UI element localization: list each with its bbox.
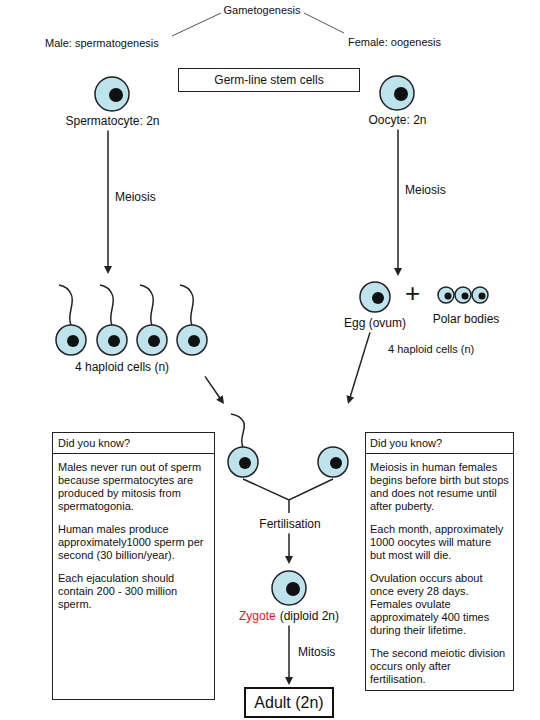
arrow-line xyxy=(288,625,290,678)
arrow-head xyxy=(394,268,402,276)
arrow-line xyxy=(397,129,399,269)
flow-arrow xyxy=(394,129,402,276)
arrow-line xyxy=(205,376,220,398)
cell-nucleus xyxy=(109,88,123,102)
count-label: 4 haploid cells (n) xyxy=(388,343,474,356)
polar-body xyxy=(455,287,471,303)
node-label: Polar bodies xyxy=(428,312,504,326)
branch-label: Male: spermatogenesis xyxy=(45,37,159,50)
node-label: Fertilisation xyxy=(218,517,362,531)
plus-sign: + xyxy=(405,278,420,309)
arrow-head xyxy=(285,677,293,685)
arrow-head xyxy=(347,395,355,404)
zygote-cell xyxy=(272,571,306,605)
arrow-head xyxy=(216,395,224,404)
polar-body xyxy=(438,287,454,303)
node-label: 4 haploid cells (n) xyxy=(75,360,215,374)
arrow-line xyxy=(107,130,109,267)
flow-arrow xyxy=(285,625,293,685)
stem-cell-box: Germ-line stem cells xyxy=(178,68,360,92)
sperm-head xyxy=(97,325,127,355)
polar-bodies-node: Polar bodies xyxy=(428,284,504,326)
arrow-head xyxy=(104,266,112,274)
cell-nucleus xyxy=(108,335,120,347)
node-label: Egg (ovum) xyxy=(340,316,410,330)
sperm-tail xyxy=(100,285,113,325)
cell-nucleus xyxy=(372,292,384,304)
node-label: Spermatocyte: 2n xyxy=(55,114,170,128)
cell-nucleus xyxy=(188,335,200,347)
edge-label: Mitosis xyxy=(297,645,336,659)
sperm-head xyxy=(177,325,207,355)
cell-nucleus xyxy=(286,582,300,596)
cell-nucleus xyxy=(479,293,486,300)
sperm-tail xyxy=(180,285,193,325)
sperm-tail xyxy=(59,285,72,325)
flow-arrow xyxy=(285,533,293,564)
edge-label: Meiosis xyxy=(114,190,157,204)
fact-box: Did you know? Meiosis in human females be… xyxy=(365,432,514,691)
sperm-group: 4 haploid cells (n) xyxy=(50,276,215,374)
cell-nucleus xyxy=(148,335,160,347)
polar-body xyxy=(472,287,488,303)
cell-nucleus xyxy=(330,457,342,469)
egg-node: Egg (ovum) xyxy=(340,278,410,330)
branch-line xyxy=(172,13,221,36)
arrow-head xyxy=(285,556,293,564)
fact-box: Did you know? Males never run out of sper… xyxy=(52,432,215,700)
sperm-tail xyxy=(231,414,244,447)
fact-text: Ovulation occurs about once every 28 day… xyxy=(370,572,509,637)
fact-text: Each month, approximately 1000 oocytes w… xyxy=(370,523,509,562)
cell-node: Oocyte: 2n xyxy=(340,73,455,127)
cell-node: Spermatocyte: 2n xyxy=(55,74,170,128)
egg-cell xyxy=(318,447,348,477)
flow-arrow xyxy=(205,376,224,404)
node-label: Germ-line stem cells xyxy=(183,73,355,87)
fertilisation-node: Fertilisation xyxy=(218,406,362,531)
node-label: Adult (2n) xyxy=(250,693,328,712)
node-label: Zygote xyxy=(239,609,276,623)
cell-nucleus xyxy=(462,293,469,300)
sperm-head xyxy=(56,325,86,355)
zygote-node: Zygote (diploid 2n) xyxy=(234,566,344,623)
fact-text: Each ejaculation should contain 200 - 30… xyxy=(58,572,209,611)
adult-box: Adult (2n) xyxy=(244,687,334,718)
arrow-line xyxy=(288,533,290,557)
diagram-title: Gametogenesis xyxy=(223,4,300,17)
egg-cell xyxy=(360,282,390,312)
fusion-lines xyxy=(243,479,333,513)
fact-text: Males never run out of sperm because spe… xyxy=(58,461,209,513)
fact-text: The second meiotic division occurs only … xyxy=(370,647,509,686)
fact-text: Meiosis in human females begins before b… xyxy=(370,461,509,513)
cell-body xyxy=(380,76,414,110)
cell-nucleus xyxy=(239,457,251,469)
branch-line xyxy=(304,13,344,33)
fact-text: Human males produce approximately1000 sp… xyxy=(58,523,209,562)
node-label: Oocyte: 2n xyxy=(340,113,455,127)
edge-label: Meiosis xyxy=(404,183,447,197)
branch-label: Female: oogenesis xyxy=(348,36,441,49)
cell-nucleus xyxy=(445,293,452,300)
cell-nucleus xyxy=(394,87,408,101)
cell-nucleus xyxy=(67,335,79,347)
sperm-head xyxy=(137,325,167,355)
cell-body xyxy=(95,77,129,111)
box-heading: Did you know? xyxy=(53,437,214,454)
sperm-tail xyxy=(140,285,153,325)
box-heading: Did you know? xyxy=(366,437,513,454)
sperm-head xyxy=(228,447,258,477)
arrow-line xyxy=(350,332,370,397)
node-label: (diploid 2n) xyxy=(280,609,339,623)
flow-arrow xyxy=(104,130,112,274)
flow-arrow xyxy=(347,332,370,404)
